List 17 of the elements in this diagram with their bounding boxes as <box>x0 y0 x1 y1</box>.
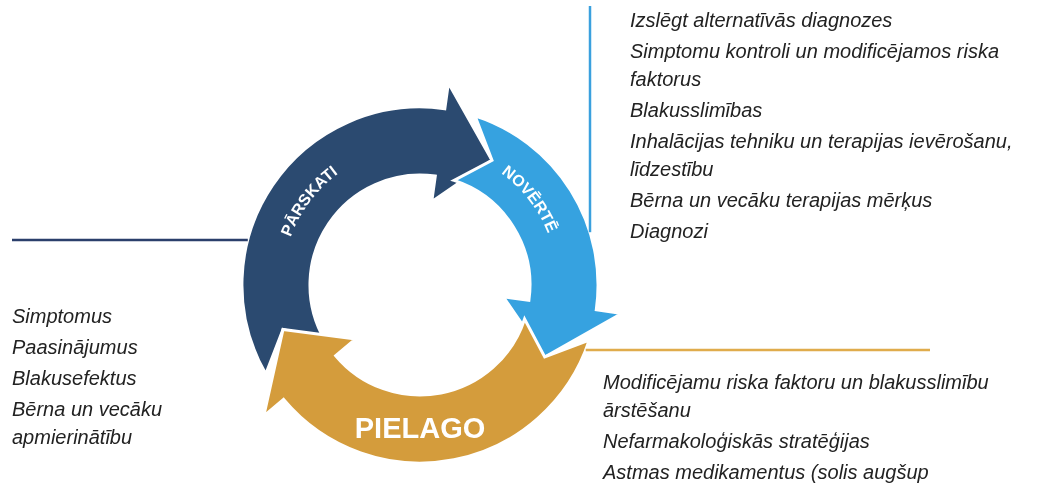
list-item: Bērna un vecāku apmierinātību <box>12 397 164 450</box>
list-item: Simptomus <box>12 304 114 329</box>
list-item: Inhalācijas tehniku un terapijas ievērošanu, līdzestību <box>630 129 1014 182</box>
list-item: Nefarmakoloģiskās stratēģijas <box>603 429 871 454</box>
list-item: Blakusslimības <box>630 98 764 123</box>
leader-line <box>12 238 248 242</box>
list-item: Diagnozi <box>630 219 710 244</box>
list-item: Modificējamu riska faktoru un blakusslimību ārstēšanu <box>603 370 990 423</box>
list-item: Izslēgt alternatīvās diagnozes <box>630 8 894 33</box>
list-item: Blakusefektus <box>12 366 138 391</box>
list-item: Astmas medikamentus (solis augšup <box>603 460 930 485</box>
list-item: Paasinājumus <box>12 335 139 360</box>
leader-line <box>585 348 930 352</box>
leader-line <box>588 6 592 233</box>
list-item: Simptomu kontroli un modificējamos riska faktorus <box>630 39 1001 92</box>
list-item: Bērna un vecāku terapijas mērķus <box>630 188 934 213</box>
stage-label: PIELAGO <box>354 412 486 444</box>
